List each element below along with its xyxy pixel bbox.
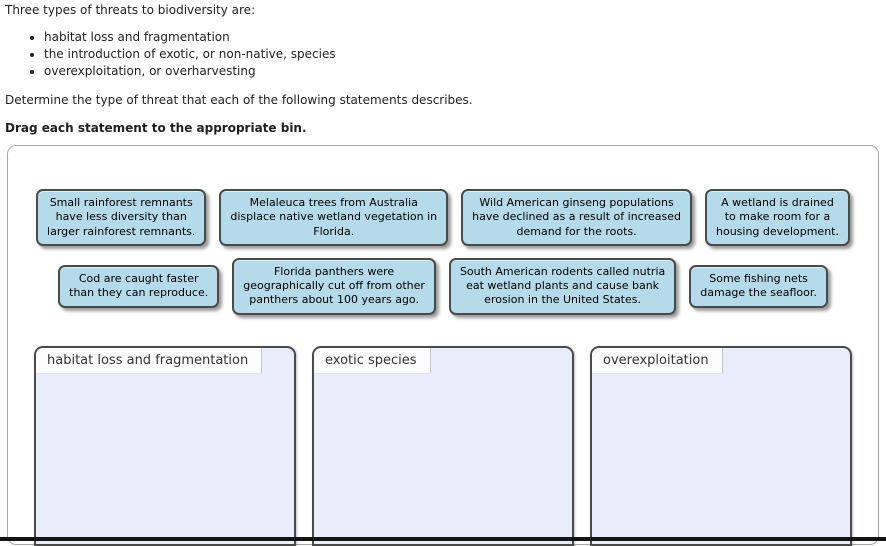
- bin-label-exotic-species: exotic species: [314, 347, 431, 374]
- statement-card-rainforest-remnants[interactable]: Small rainforest remnants have less dive…: [36, 189, 207, 246]
- statement-card-wetland-drained[interactable]: A wetland is drained to make room for a …: [705, 189, 850, 246]
- threat-type-item: habitat loss and fragmentation: [44, 30, 886, 44]
- threat-type-item: the introduction of exotic, or non-nativ…: [44, 47, 886, 61]
- statement-cards-row-2: Cod are caught faster than they can repr…: [8, 257, 878, 315]
- drag-instruction-text: Drag each statement to the appropriate b…: [5, 121, 307, 135]
- instructions-block: Three types of threats to biodiversity a…: [0, 0, 886, 135]
- statement-card-ginseng-populations[interactable]: Wild American ginseng populations have d…: [461, 189, 692, 246]
- bin-habitat-loss-and-fragmentation[interactable]: habitat loss and fragmentation: [34, 345, 296, 546]
- bin-exotic-species[interactable]: exotic species: [312, 345, 574, 546]
- bin-overexploitation[interactable]: overexploitation: [590, 345, 852, 546]
- statement-card-nutria-rodents[interactable]: South American rodents called nutria eat…: [448, 257, 677, 315]
- viewport-bottom-edge: [0, 537, 886, 541]
- statement-cards-row-1: Small rainforest remnants have less dive…: [8, 189, 878, 246]
- bin-label-overexploitation: overexploitation: [592, 347, 723, 374]
- drag-drop-board: Small rainforest remnants have less dive…: [7, 145, 879, 546]
- threat-types-list: habitat loss and fragmentation the intro…: [5, 30, 886, 78]
- threat-type-item: overexploitation, or overharvesting: [44, 64, 886, 78]
- statement-card-cod-caught[interactable]: Cod are caught faster than they can repr…: [58, 265, 220, 308]
- statement-card-fishing-nets[interactable]: Some fishing nets damage the seafloor.: [689, 265, 828, 308]
- statement-card-melaleuca-trees[interactable]: Melaleuca trees from Australia displace …: [219, 189, 449, 246]
- statement-card-florida-panthers[interactable]: Florida panthers were geographically cut…: [232, 257, 436, 315]
- determine-text: Determine the type of threat that each o…: [5, 93, 473, 107]
- bin-label-habitat-loss: habitat loss and fragmentation: [36, 347, 263, 374]
- bins-row: habitat loss and fragmentation exotic sp…: [8, 345, 878, 546]
- intro-lead-text: Three types of threats to biodiversity a…: [5, 3, 256, 17]
